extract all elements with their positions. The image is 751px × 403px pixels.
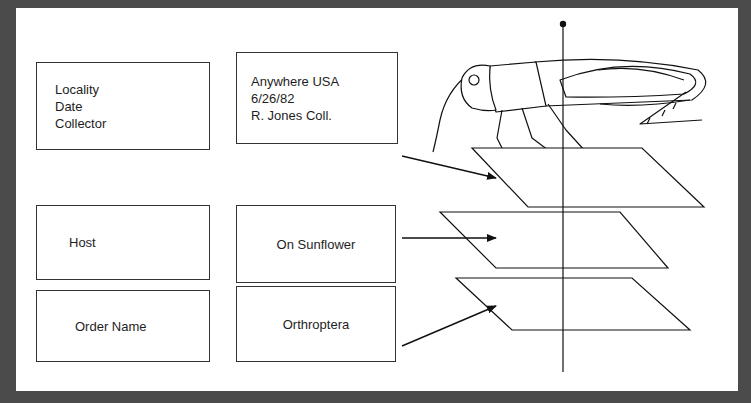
label-box: LocalityDateCollector — [36, 62, 210, 150]
label-text: Orthroptera — [283, 316, 349, 333]
label-text: Date — [55, 98, 201, 115]
label-text: Locality — [55, 81, 201, 98]
leader-arrows — [402, 156, 496, 346]
label-text: 6/26/82 — [251, 90, 389, 107]
label-text: On Sunflower — [277, 236, 356, 253]
label-box: Host — [36, 205, 210, 280]
pinned-labels — [440, 148, 704, 330]
label-box: Anywhere USA6/26/82R. Jones Coll. — [236, 52, 398, 144]
label-text: R. Jones Coll. — [251, 107, 389, 124]
label-box: Order Name — [36, 290, 210, 362]
insect-pin — [560, 21, 566, 372]
label-text: Order Name — [75, 318, 201, 335]
label-text: Collector — [55, 115, 201, 132]
label-text: Host — [69, 234, 201, 251]
label-box: Orthroptera — [236, 286, 396, 362]
label-text: Anywhere USA — [251, 73, 389, 90]
label-box: On Sunflower — [236, 205, 396, 283]
